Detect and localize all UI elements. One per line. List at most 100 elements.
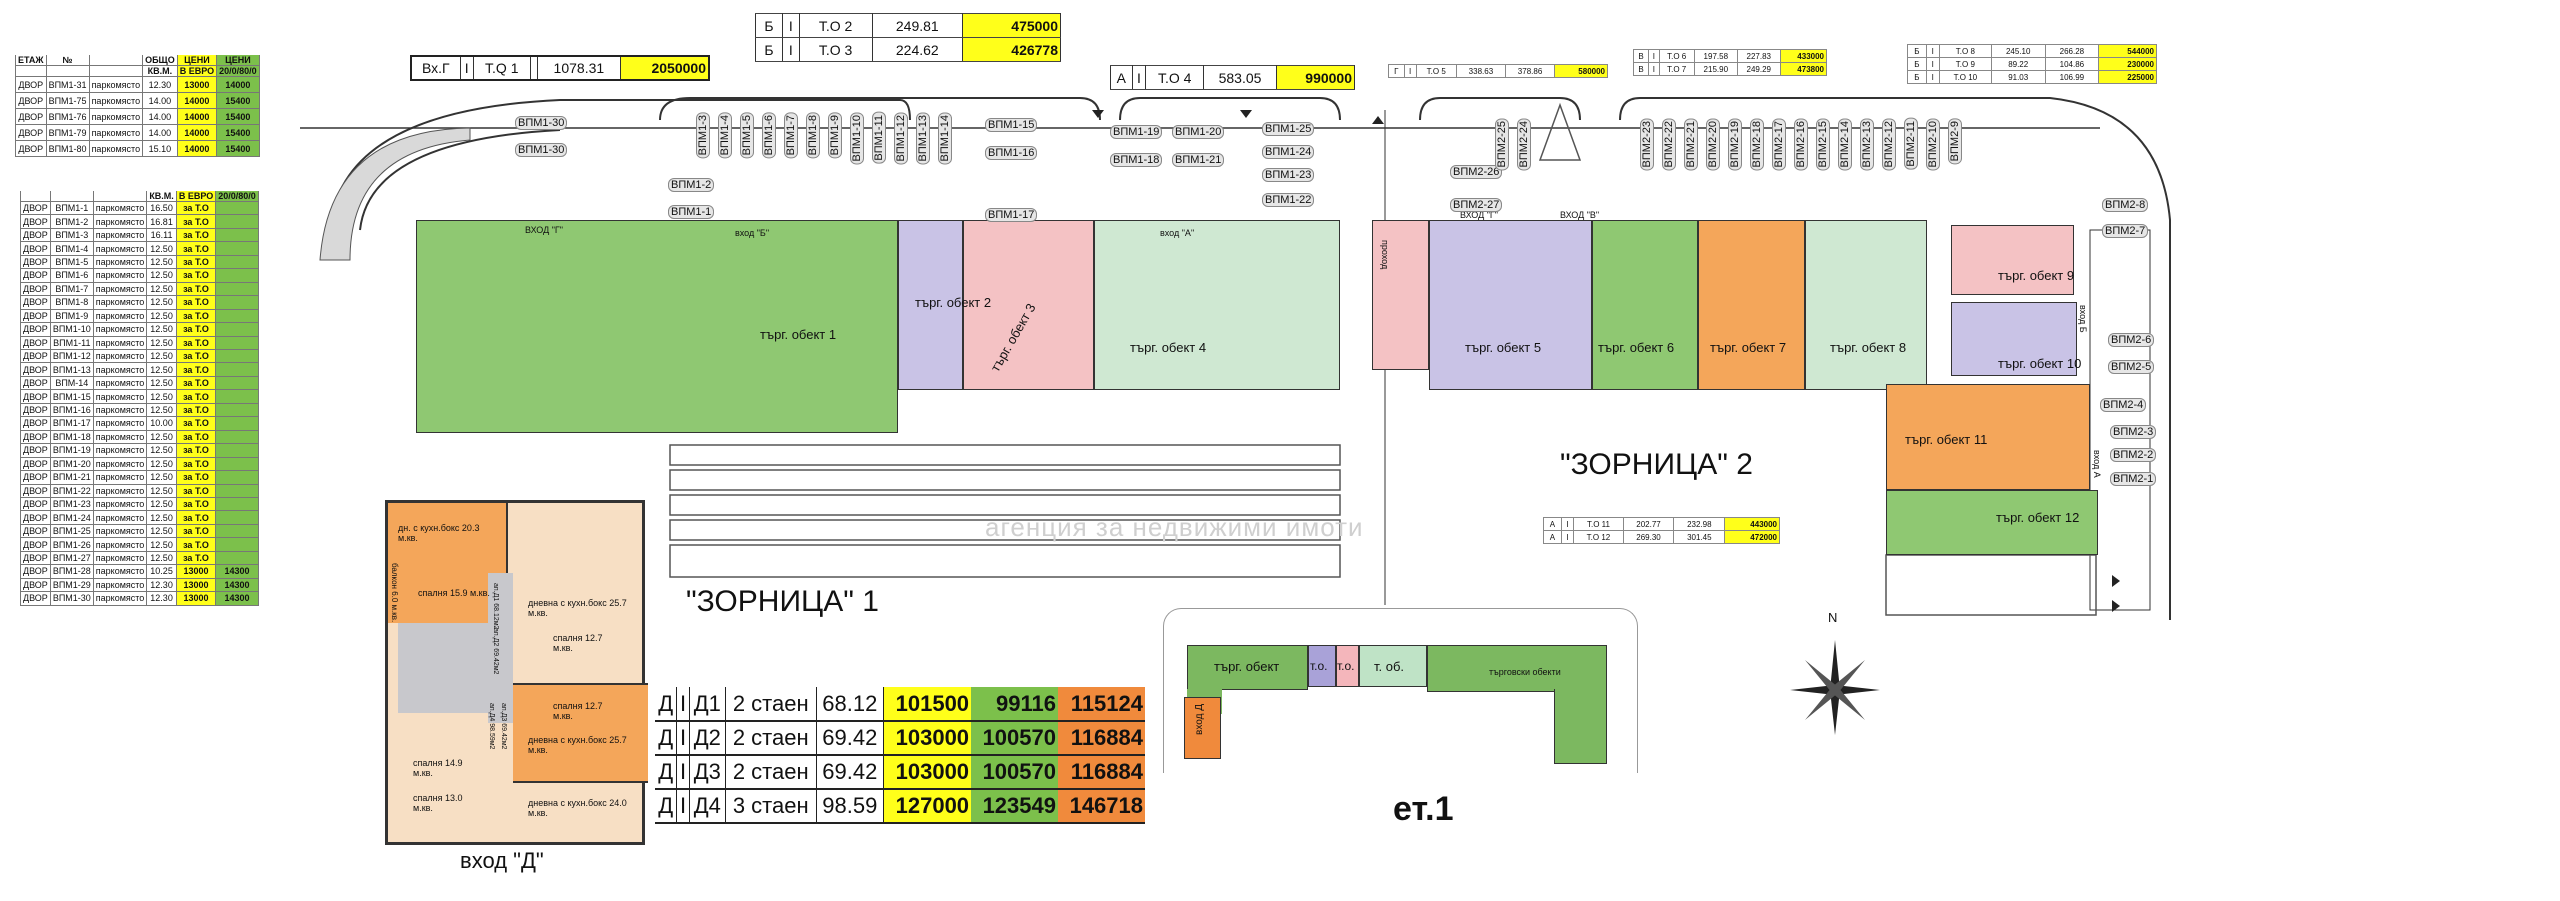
retail-unit-4[interactable]: [1094, 220, 1340, 390]
parking-space-label[interactable]: ВПМ1-14: [938, 112, 952, 165]
retail-unit-2[interactable]: [898, 220, 963, 390]
parking-space-label[interactable]: ВПМ1-1: [668, 205, 715, 219]
parking-space-label[interactable]: ВПМ2-22: [1662, 118, 1676, 171]
parking-space-label[interactable]: ВПМ2-10: [1926, 118, 1940, 171]
parking-space-label[interactable]: ВПМ1-13: [916, 112, 930, 165]
parking-space-label[interactable]: ВПМ2-21: [1684, 118, 1698, 171]
retail-unit-12[interactable]: [1886, 490, 2098, 555]
parking-space-label[interactable]: ВПМ1-21: [1172, 153, 1225, 167]
table-cell: [215, 362, 259, 377]
parking-space-label[interactable]: ВПМ2-20: [1706, 118, 1720, 171]
parking-space-label[interactable]: ВПМ1-30: [515, 143, 568, 157]
parking-space-label[interactable]: ВПМ1-9: [828, 112, 842, 159]
parking-space-label[interactable]: ВПМ1-12: [894, 112, 908, 165]
parking-space-label[interactable]: ВПМ2-12: [1882, 118, 1896, 171]
parking-space-label[interactable]: ВПМ1-24: [1262, 145, 1315, 159]
table-cell: Д4: [689, 789, 726, 824]
header-cell: №: [45, 55, 90, 66]
parking-space-label[interactable]: ВПМ1-11: [872, 112, 886, 164]
parking-space-label[interactable]: ВПМ2-17: [1772, 118, 1786, 171]
retail-unit-8[interactable]: [1805, 220, 1927, 390]
apartment-tag: ап.Д4 98.59м2: [488, 703, 495, 750]
apartment-floorplan-entrance-d: дн. с кухн.бокс 20.3 м.кв. спалня 15.9 м…: [385, 500, 648, 845]
parking-space-label[interactable]: ВПМ2-4: [2100, 398, 2147, 412]
parking-space-label[interactable]: ВПМ1-30: [515, 116, 568, 130]
passage-label: проход: [1380, 240, 1390, 270]
parking-space-label[interactable]: ВПМ1-20: [1172, 125, 1225, 139]
table-cell: I: [676, 755, 690, 790]
table-cell: 69.42: [816, 721, 885, 756]
table-cell: 146718: [1057, 789, 1145, 824]
parking-space-label[interactable]: ВПМ1-17: [985, 208, 1038, 222]
parking-space-label[interactable]: ВПМ1-25: [1262, 122, 1315, 136]
table-cell: [215, 470, 259, 485]
parking-space-label[interactable]: ВПМ2-8: [2102, 198, 2149, 212]
parking-space-label[interactable]: ВПМ2-7: [2102, 224, 2149, 238]
parking-space-label[interactable]: ВПМ2-6: [2108, 333, 2155, 347]
parking-space-label[interactable]: ВПМ1-23: [1262, 168, 1315, 182]
parking-space-label[interactable]: ВПМ1-19: [1110, 125, 1163, 139]
apartment-tag: ап.Д2 69.42м2: [492, 628, 499, 675]
retail-unit-6[interactable]: [1592, 220, 1698, 390]
retail-unit-9[interactable]: [1951, 225, 2074, 295]
parking-space-label[interactable]: ВПМ1-6: [762, 112, 776, 159]
parking-space-label[interactable]: ВПМ1-8: [806, 112, 820, 159]
table-cell: Б: [755, 37, 783, 62]
parking-space-label[interactable]: ВПМ2-25: [1495, 118, 1509, 171]
parking-space-label[interactable]: ВПМ2-16: [1794, 118, 1808, 171]
parking-space-label[interactable]: ВПМ2-14: [1838, 118, 1852, 171]
retail-unit-3[interactable]: [963, 220, 1094, 390]
table-cell: паркомясто: [92, 591, 148, 606]
parking-space-label[interactable]: ВПМ2-24: [1517, 118, 1531, 171]
parking-space-label[interactable]: ВПМ2-23: [1640, 118, 1654, 171]
table-cell: [215, 375, 259, 391]
parking-space-label[interactable]: ВПМ2-9: [1948, 118, 1962, 165]
parking-space-label[interactable]: ВПМ1-15: [985, 118, 1038, 132]
retail-unit-11[interactable]: [1886, 384, 2090, 490]
parking-space-label[interactable]: ВПМ2-18: [1750, 118, 1764, 171]
parking-space-label[interactable]: ВПМ2-1: [2110, 472, 2157, 486]
table-cell: [215, 483, 259, 498]
table-cell: ВПМ1-16: [49, 402, 94, 418]
retail-unit-5[interactable]: [1429, 220, 1592, 390]
parking-space-label[interactable]: ВПМ2-11: [1904, 118, 1918, 170]
parking-space-label[interactable]: ВПМ2-15: [1816, 118, 1830, 171]
parking-space-label[interactable]: ВПМ1-16: [985, 146, 1038, 160]
parking-space-label[interactable]: ВПМ1-10: [850, 112, 864, 165]
parking-space-label[interactable]: ВПМ1-7: [784, 112, 798, 159]
parking-space-label[interactable]: ВПМ2-5: [2108, 360, 2155, 374]
key-plan-label: вход Д: [1194, 704, 1205, 735]
retail-unit-7[interactable]: [1698, 220, 1805, 390]
parking-space-label[interactable]: ВПМ2-2: [2110, 448, 2157, 462]
table-cell: 990000: [1275, 65, 1356, 90]
retail-unit-1[interactable]: [416, 220, 898, 433]
parking-space-label[interactable]: ВПМ1-2: [668, 178, 715, 192]
table-cell: 103000: [883, 755, 972, 790]
parking-space-label[interactable]: ВПМ2-19: [1728, 118, 1742, 171]
parking-space-label[interactable]: ВПМ1-22: [1262, 193, 1315, 207]
parking-space-label[interactable]: ВПМ1-3: [696, 112, 710, 159]
parking-space-label[interactable]: ВПМ1-18: [1110, 153, 1163, 167]
table-cell: [215, 281, 259, 297]
parking-space-label[interactable]: ВПМ2-3: [2110, 425, 2157, 439]
parking-space-label[interactable]: ВПМ1-4: [718, 112, 732, 159]
entrance-label: ВХОД "В": [1560, 210, 1600, 220]
table-cell: 225000: [2098, 70, 2157, 84]
parking-space-label[interactable]: ВПМ2-13: [1860, 118, 1874, 171]
parking-space-label[interactable]: ВПМ1-5: [740, 112, 754, 159]
parking-space-label[interactable]: ВПМ2-26: [1450, 165, 1503, 179]
table-cell: 1078.31: [537, 55, 621, 81]
table-cell: 123549: [971, 789, 1058, 824]
table-cell: T.O 4: [1145, 65, 1205, 90]
retail-unit-10[interactable]: [1951, 302, 2077, 376]
parking-space-label[interactable]: ВПМ2-27: [1450, 198, 1503, 212]
